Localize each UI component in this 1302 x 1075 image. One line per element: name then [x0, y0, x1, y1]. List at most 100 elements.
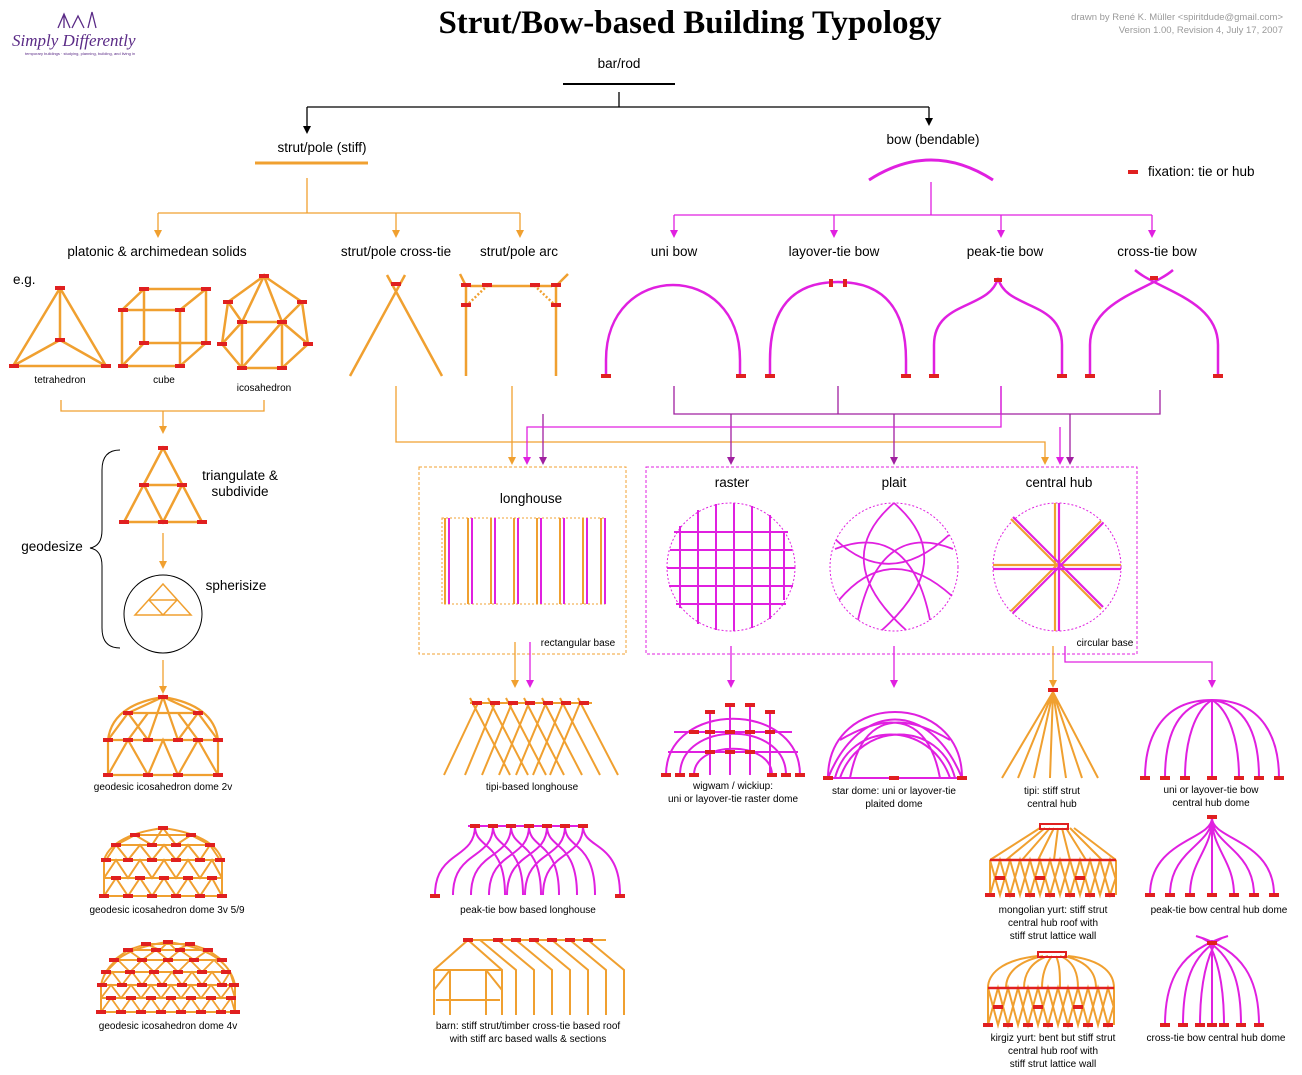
bow-label: bow (bendable) — [886, 132, 979, 147]
peak-hub-dome — [1145, 815, 1279, 897]
tipi-label-2: central hub — [1027, 799, 1077, 810]
star-dome-label-1: star dome: uni or layover-tie — [832, 786, 956, 797]
longhouse-plan — [441, 517, 606, 605]
barn — [433, 938, 625, 1015]
credit-author: drawn by René K. Müller <spiritdude@gmai… — [1071, 12, 1283, 23]
geodesic-dome-2v — [103, 693, 223, 778]
plait-label: plait — [882, 475, 907, 490]
raster-plan — [666, 502, 796, 632]
peak-hub-label: peak-tie bow central hub dome — [1151, 905, 1288, 916]
triangulate-label-1: triangulate & — [202, 468, 278, 483]
circular-base-box — [645, 466, 1138, 655]
raster-label: raster — [715, 475, 750, 490]
bow-rod — [868, 158, 994, 182]
cross-bow-label: cross-tie bow — [1117, 244, 1197, 259]
kirgiz-yurt — [983, 951, 1115, 1029]
peak-tie-longhouse — [430, 824, 625, 898]
root-branches — [303, 92, 933, 134]
logo-tagline: temporary buildings · studying, planning… — [25, 51, 135, 56]
cube-label: cube — [153, 375, 175, 386]
credit-version: Version 1.00, Revision 4, July 17, 2007 — [1119, 25, 1283, 36]
spherisize-shape — [133, 582, 193, 617]
result-arrows — [511, 642, 1216, 688]
geodesize-label: geodesize — [21, 539, 83, 554]
crosstie-fixation — [391, 282, 401, 286]
longhouse-label: longhouse — [500, 491, 562, 506]
strut-branches — [154, 178, 524, 238]
barn-label-2: with stiff arc based walls & sections — [449, 1034, 607, 1045]
logo-name: Simply Differently — [12, 31, 136, 50]
geodesize-brace — [89, 449, 121, 649]
strut-arc-label: strut/pole arc — [480, 244, 558, 259]
base-flow-arrows — [395, 386, 1161, 465]
mongolian-yurt — [985, 823, 1117, 899]
fixation-legend-label: fixation: tie or hub — [1148, 164, 1255, 179]
mongol-yurt-label-3: stiff strut lattice wall — [1010, 931, 1097, 942]
longhouse-box — [418, 466, 627, 655]
tetrahedron-label: tetrahedron — [34, 375, 85, 386]
mongol-yurt-label-1: mongolian yurt: stiff strut — [999, 905, 1108, 916]
peak-longhouse-label: peak-tie bow based longhouse — [460, 905, 596, 916]
tipi — [1001, 688, 1099, 779]
strut-crosstie-label: strut/pole cross-tie — [341, 244, 451, 259]
plait-plan — [829, 502, 959, 632]
kirgiz-yurt-label-1: kirgiz yurt: bent but stiff strut — [991, 1033, 1116, 1044]
triangulate-label-2: subdivide — [211, 484, 268, 499]
icosahedron-shape — [220, 272, 310, 370]
layover-bow-shape — [768, 280, 908, 376]
simply-differently-logo: Simply Differently temporary buildings ·… — [12, 11, 136, 56]
triangulate-fixations — [119, 446, 207, 524]
cross-bow-shape — [1088, 269, 1220, 376]
strut-label: strut/pole (stiff) — [277, 140, 366, 155]
wigwam-label-1: wigwam / wickiup: — [692, 781, 773, 792]
tipi-longhouse-label: tipi-based longhouse — [486, 782, 579, 793]
bow-branches — [670, 182, 1156, 238]
kirgiz-yurt-label-3: stiff strut lattice wall — [1010, 1059, 1097, 1070]
peak-bow-label: peak-tie bow — [967, 244, 1044, 259]
wigwam — [661, 703, 805, 777]
icosahedron-label: icosahedron — [237, 383, 291, 394]
circular-base-label: circular base — [1077, 638, 1134, 649]
uni-bow-label: uni bow — [651, 244, 698, 259]
spherisize-label: spherisize — [206, 578, 267, 593]
tipi-longhouse — [443, 697, 619, 776]
uni-hub-dome — [1140, 699, 1284, 780]
hub-plan — [992, 502, 1122, 632]
hub-label: central hub — [1026, 475, 1093, 490]
uni-bow-shape — [604, 283, 742, 376]
platonic-label: platonic & archimedean solids — [67, 244, 247, 259]
solid-fixations — [9, 274, 313, 370]
strut-arc-shape — [458, 273, 569, 376]
eg-label: e.g. — [13, 272, 36, 287]
layover-bow-label: layover-tie bow — [789, 244, 880, 259]
spherisize-circle — [123, 574, 203, 654]
strut-crosstie-shape — [348, 274, 444, 377]
geodesic-dome-3v — [99, 826, 227, 898]
uni-hub-label-1: uni or layover-tie bow — [1163, 785, 1259, 796]
tetrahedron-shape — [10, 285, 109, 368]
kirgiz-yurt-label-2: central hub roof with — [1008, 1046, 1098, 1057]
star-dome-label-2: plaited dome — [865, 799, 923, 810]
root-label: bar/rod — [598, 56, 641, 71]
bow-shapes — [604, 269, 1220, 376]
barn-label-1: barn: stiff strut/timber cross-tie based… — [436, 1021, 621, 1032]
logo-tents-icon — [57, 11, 97, 29]
star-dome — [823, 711, 967, 780]
geodesic-dome-4v — [96, 940, 240, 1014]
mongol-yurt-label-2: central hub roof with — [1008, 918, 1098, 929]
dome-2v-label: geodesic icosahedron dome 2v — [94, 782, 232, 793]
peak-bow-shape — [932, 277, 1064, 376]
uni-hub-label-2: central hub dome — [1172, 798, 1250, 809]
page-title: Strut/Bow-based Building Typology — [438, 5, 942, 41]
cube-shape — [120, 287, 208, 368]
rectangular-base-label: rectangular base — [541, 638, 616, 649]
cross-hub-label: cross-tie bow central hub dome — [1147, 1033, 1286, 1044]
cross-hub-dome — [1160, 935, 1264, 1027]
dome-4v-label: geodesic icosahedron dome 4v — [99, 1021, 237, 1032]
fixation-legend-icon — [1128, 170, 1138, 174]
wigwam-label-2: uni or layover-tie raster dome — [668, 794, 798, 805]
tipi-label-1: tipi: stiff strut — [1024, 786, 1080, 797]
triangulate-shape — [121, 445, 205, 525]
dome-3v-label: geodesic icosahedron dome 3v 5/9 — [89, 905, 245, 916]
